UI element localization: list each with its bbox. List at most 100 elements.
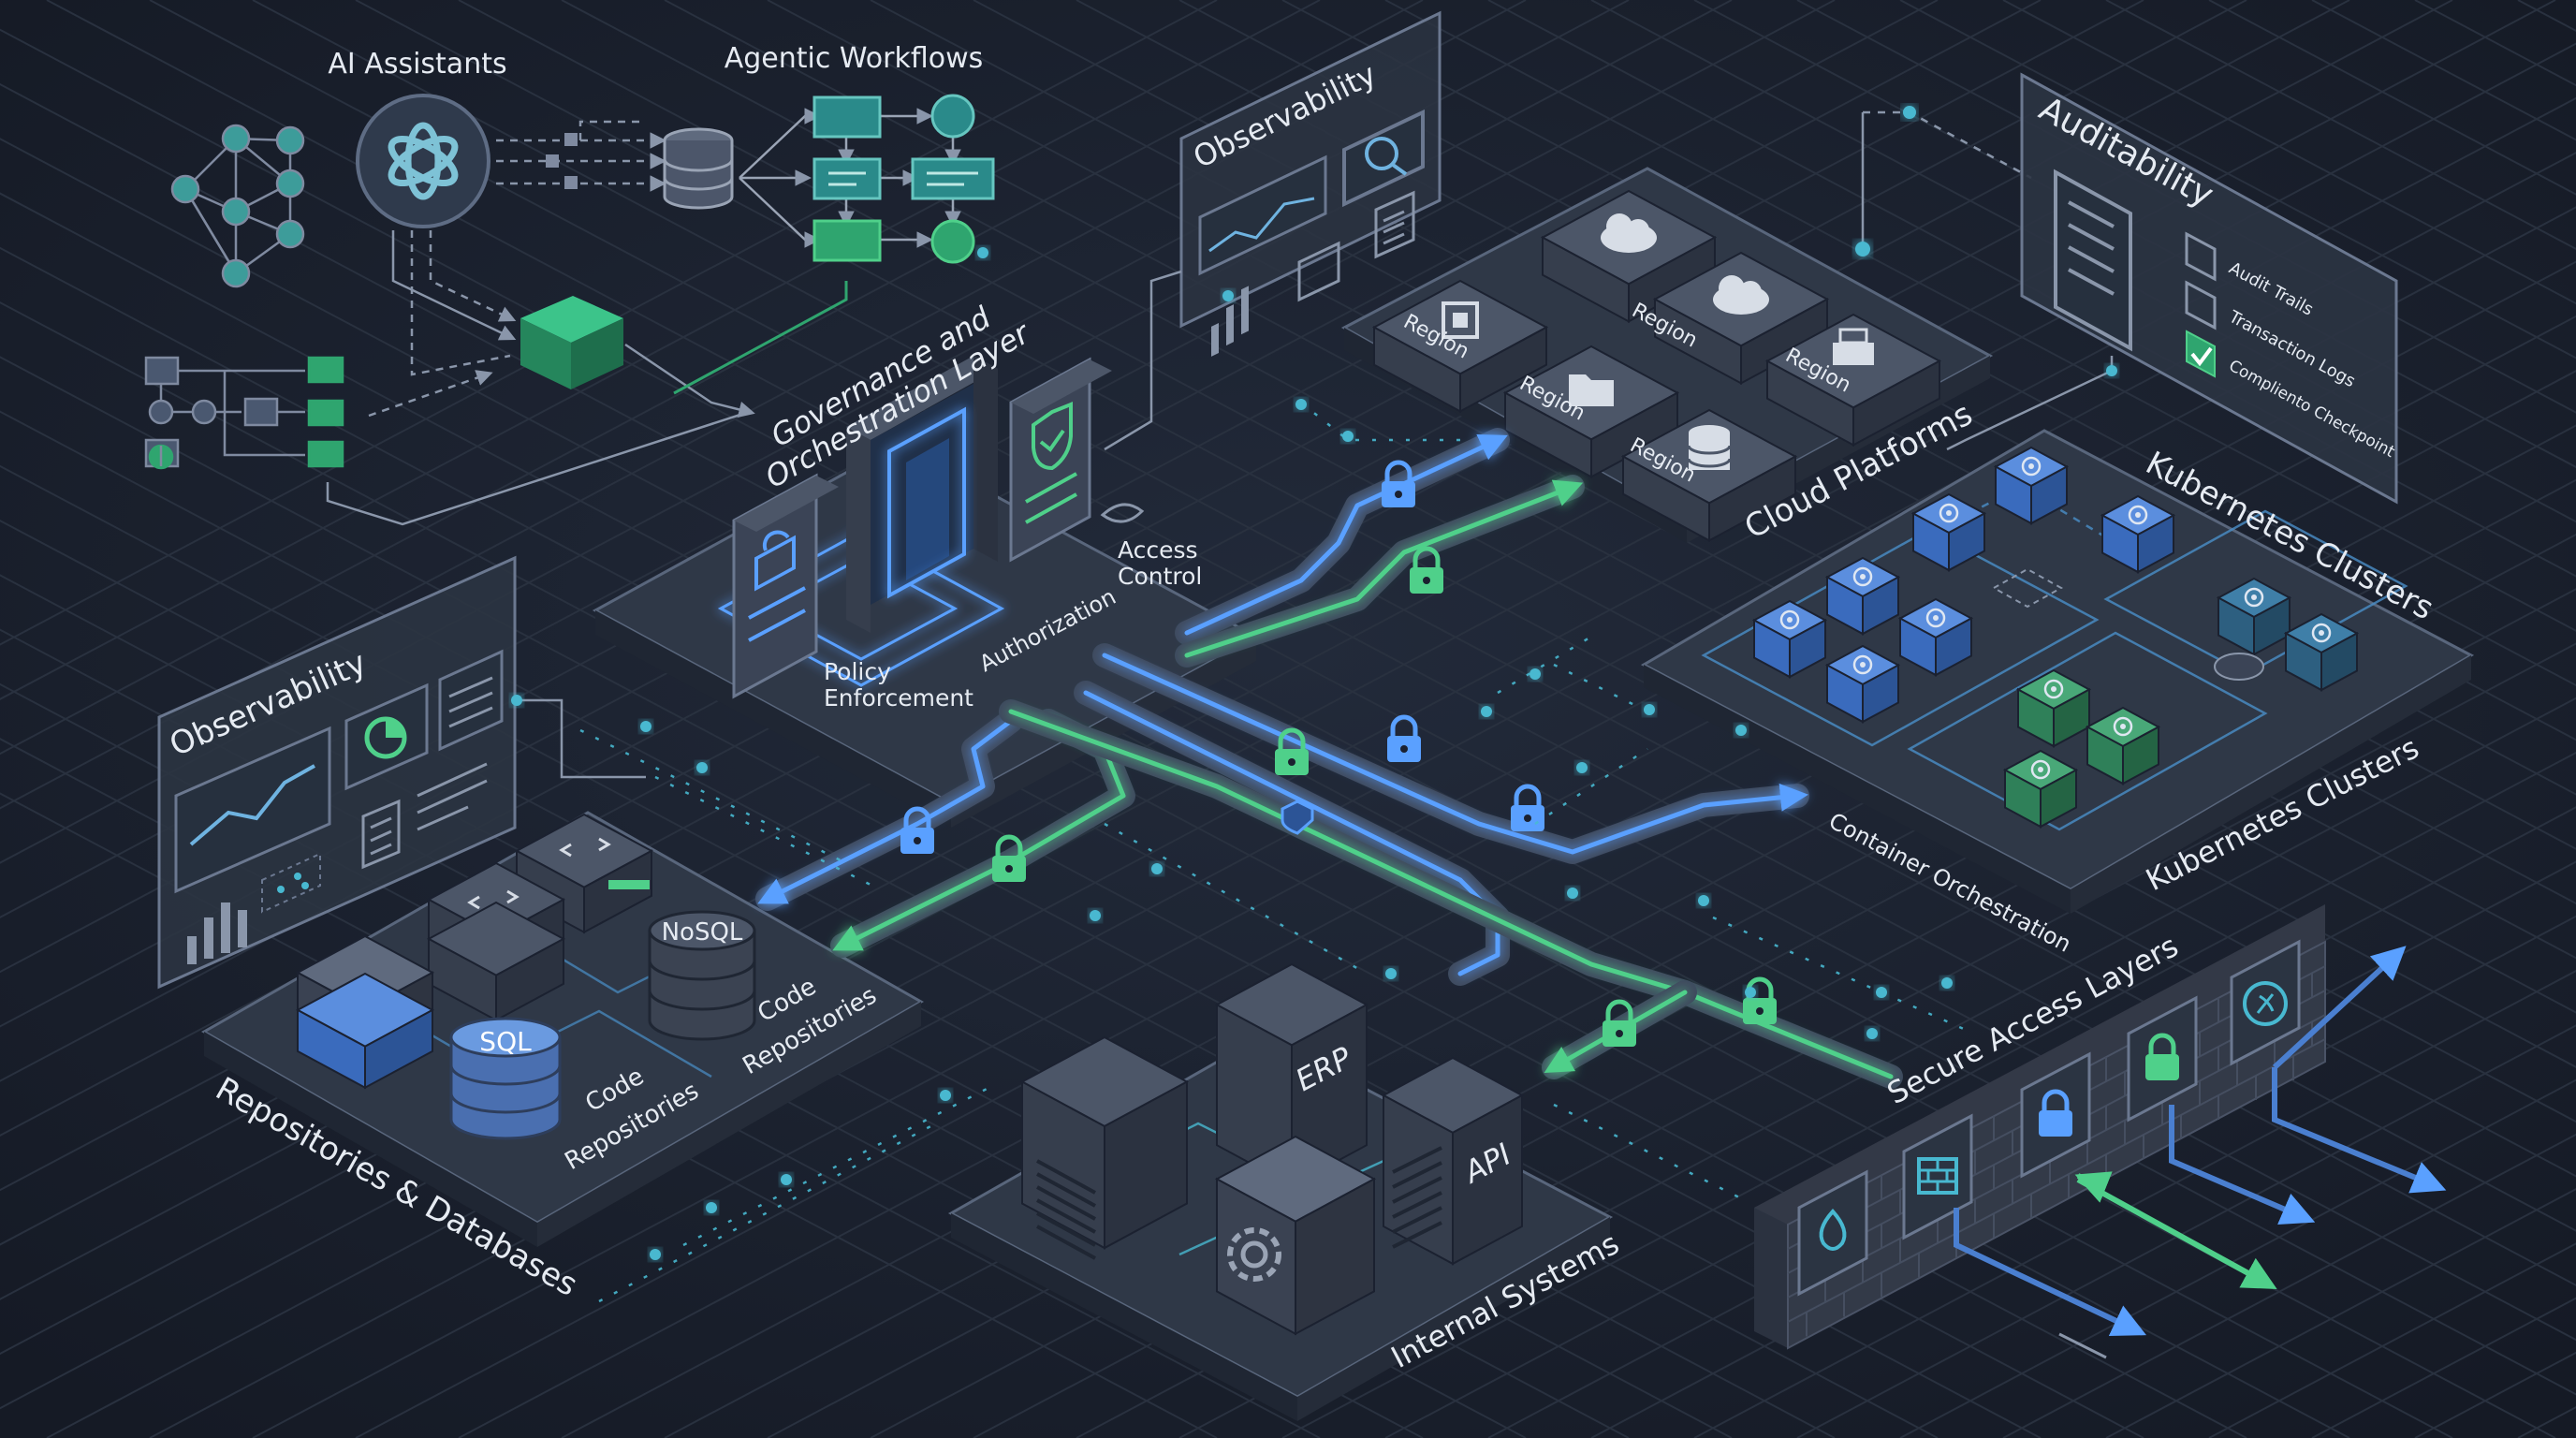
secure-tile [2127,995,2198,1123]
cube-to-governance-link [624,343,755,418]
pipe-locks [900,460,1777,1047]
shield-panel [1009,357,1112,563]
openai-logo-icon [356,94,490,228]
hand-shield-icon [2243,981,2288,1026]
glow-node [1855,242,1870,257]
glow-node [1876,987,1887,998]
kubernetes-node [2283,612,2360,692]
workflow-node [930,94,975,139]
lock-icon [2145,1033,2179,1080]
region-box [1502,345,1680,479]
glow-dots [511,247,1953,1260]
kubernetes-wheel-icon [1925,608,1946,628]
line-chart-icon [174,726,331,894]
glow-node [1222,290,1234,301]
kubernetes-node [2216,577,2292,656]
nosql-database-icon: NoSQL [648,910,756,1041]
database-icon [1687,425,1732,470]
lock-icon [1603,999,1636,1047]
glow-node [706,1202,717,1213]
lock-icon [1511,784,1544,831]
assistant-down-links [391,230,517,376]
code-window-icon [1297,241,1340,302]
folder-icon [1569,374,1614,406]
glow-node [781,1174,792,1185]
kubernetes-group: Kubernetes Clusters Kubernetes Clusters … [1640,429,2475,958]
kubernetes-node [1910,492,1987,572]
region-box [1652,251,1830,386]
kubernetes-wheel-icon [2043,679,2064,699]
kubernetes-wheel-icon [2030,759,2051,780]
lock-panel [732,473,839,699]
glow-node [1644,704,1655,715]
observability-left-panel: Observability [157,555,646,990]
kubernetes-wheel-icon [2244,587,2264,608]
sql-label: SQL [479,1026,532,1057]
glow-node [511,695,522,706]
secure-access-group: Secure Access Layers [1754,904,2447,1359]
flame-icon [1819,1209,1847,1251]
glow-node [1481,706,1492,717]
glow-node [1576,762,1588,773]
ai-to-database-links [496,120,666,192]
workflow-step [812,95,882,139]
glow-node [940,1090,951,1101]
document-lines-icon [417,762,488,831]
document-icon [2054,169,2132,352]
kubernetes-wheel-icon [2128,505,2148,525]
lock-icon [1387,714,1421,762]
pending-node [1991,567,2064,609]
bar-chart-icon [187,902,247,964]
brick-wall-icon [1917,1157,1958,1195]
glow-node [650,1249,661,1260]
glow-node [1735,725,1747,736]
scatter-icon [261,852,321,914]
chip-icon [1442,301,1479,339]
glow-node [1342,431,1354,442]
lock-icon [1410,546,1443,594]
workflow-to-governance-link [673,281,848,395]
network-links [579,402,1967,1303]
glow-node [2106,365,2117,376]
agent-cube-icon [520,296,623,389]
region-box [1540,189,1718,324]
document-icon [1374,190,1415,259]
region-box [1620,408,1798,543]
kubernetes-wheel-icon [1852,654,1873,675]
workflow-step [812,219,882,262]
hand-shield-icon [1100,503,1145,523]
kubernetes-wheel-icon [2021,456,2042,477]
magnifier-icon [1342,109,1425,208]
lock-icon [900,806,934,854]
kubernetes-wheel-icon [1779,609,1800,630]
kubernetes-wheel-icon [1939,503,1959,523]
bar-chart-icon [1211,286,1249,357]
brick-wall-end [1754,1208,1788,1348]
obs-top-link [1104,270,1182,451]
lock-icon [1382,460,1415,507]
agentic-workflows-label: Agentic Workflows [724,42,984,75]
kubernetes-node [2002,749,2079,829]
connector-node [564,176,578,189]
glow-node [1941,977,1953,989]
kubernetes-node [1824,556,1901,636]
mainframe-box [1019,1035,1190,1250]
region-box [1371,279,1549,414]
glow-node [1698,895,1709,906]
region-box [1764,313,1942,448]
obs-left-link [517,698,646,779]
access-control-line2: Control [1118,563,1202,590]
connector-node [564,133,578,146]
lock-icon [992,834,1026,882]
cloud-icon [1713,275,1769,315]
server-box [426,901,566,1022]
kubernetes-node [1993,446,2070,525]
flowchart-to-cube-link [368,370,493,418]
governance-group: Governance and Orchestration Layer Acces… [592,300,1260,828]
connector-node [546,154,559,168]
neural-network-icon [170,124,305,288]
kubernetes-node [1751,599,1828,679]
line-chart-icon [1198,154,1327,276]
